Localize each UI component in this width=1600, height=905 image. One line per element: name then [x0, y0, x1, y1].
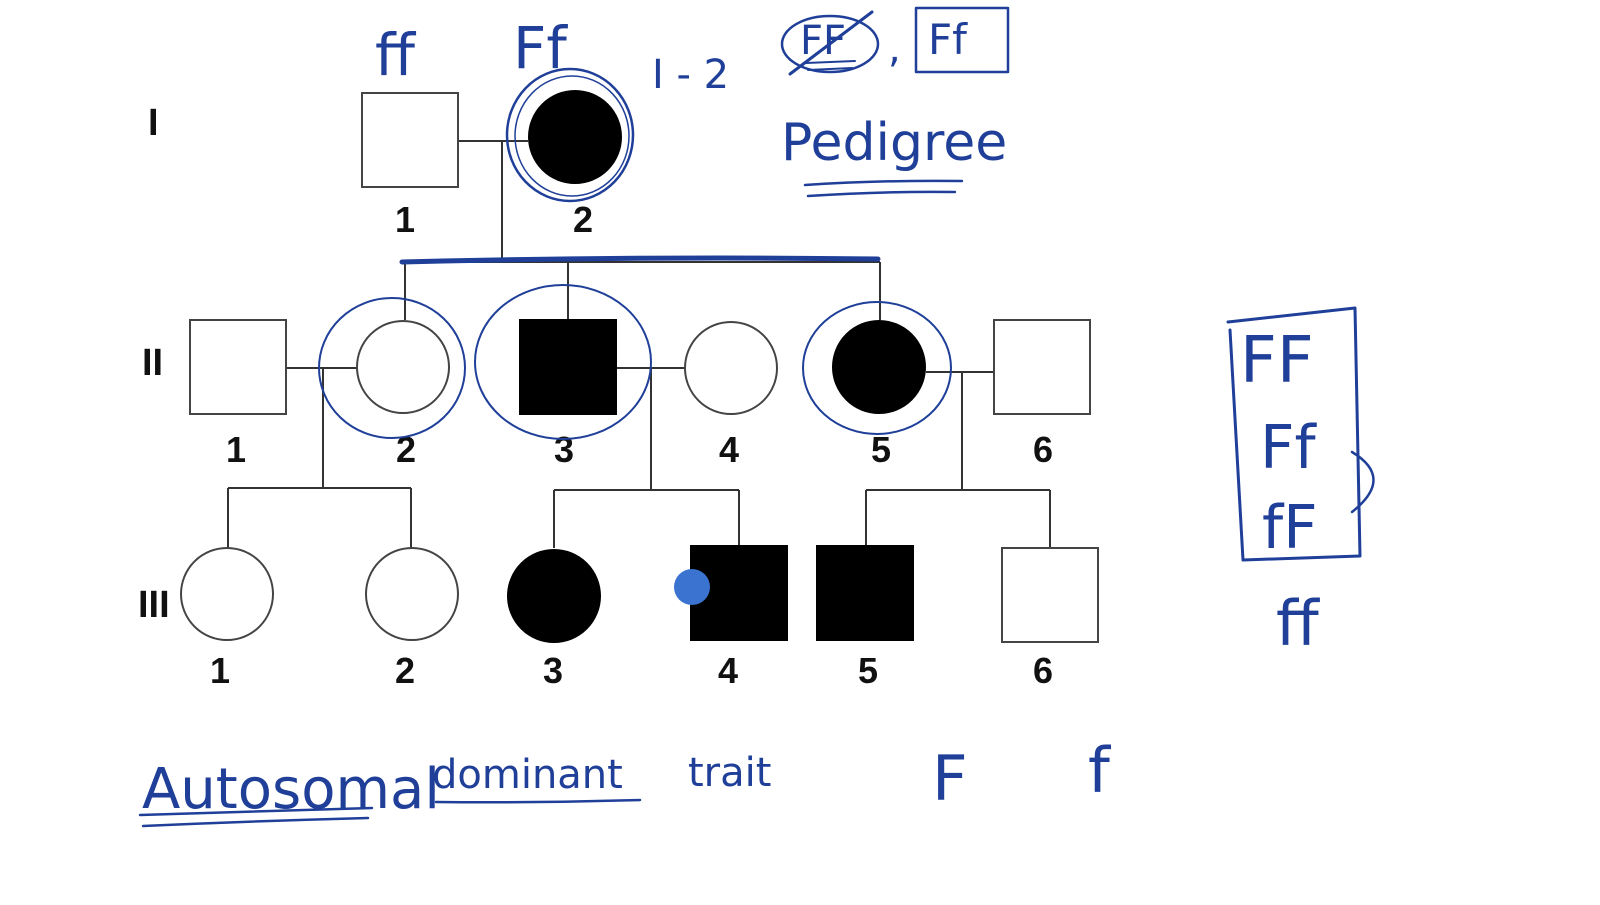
- individual-III-1: [180, 547, 274, 641]
- highlight-circle-II-2: [318, 297, 466, 439]
- generation-label-II: II: [142, 342, 163, 384]
- highlight-circle-II-5: [802, 301, 952, 435]
- genotype-list-box: [1226, 306, 1362, 562]
- individual-III-2: [365, 547, 459, 641]
- trait-word-autosomal: Autosomal: [142, 757, 440, 822]
- individual-II-5: [832, 320, 926, 414]
- ink-annotations: ff Ff I - 2 FF , Ff Pedigree FF Ff fF ff…: [138, 6, 1375, 828]
- number-III-1: 1: [210, 650, 230, 691]
- number-II-3: 3: [554, 429, 574, 470]
- number-II-4: 4: [719, 429, 739, 470]
- individual-II-2: [356, 320, 450, 414]
- number-III-3: 3: [543, 650, 563, 691]
- number-III-4: 4: [718, 650, 738, 691]
- number-II-2: 2: [396, 429, 416, 470]
- generation-label-I: I: [148, 102, 159, 144]
- boxed-option-frame: [914, 6, 1010, 74]
- pedigree-title: Pedigree: [781, 113, 1007, 173]
- sibship-highlight-stroke: [399, 255, 881, 265]
- highlight-circle-I-2: [505, 67, 635, 203]
- autosomal-underline: [138, 806, 374, 817]
- genotype-list-FF: FF: [1240, 324, 1314, 398]
- allele-recessive: f: [1088, 734, 1112, 807]
- cross-out-stroke: [788, 10, 874, 76]
- individual-II-4: [684, 321, 778, 415]
- highlight-circle-II-3: [474, 284, 652, 440]
- number-II-5: 5: [871, 429, 891, 470]
- number-III-6: 6: [1033, 650, 1053, 691]
- individual-II-6: [993, 319, 1091, 415]
- individual-III-6: [1001, 547, 1099, 643]
- boxed-option: Ff: [928, 15, 968, 64]
- bracket-Ff-fF: [1350, 450, 1375, 514]
- genotype-list-ff: ff: [1276, 587, 1320, 660]
- individual-III-5: [816, 545, 914, 641]
- individual-I-1: [361, 92, 459, 188]
- dominant-underline: [434, 798, 642, 804]
- genotype-I-2: Ff: [513, 14, 568, 82]
- trait-word-trait: trait: [688, 750, 771, 796]
- cursor-pointer-dot: [674, 569, 710, 605]
- individual-II-3: [519, 319, 617, 415]
- trait-word-dominant: dominant: [432, 752, 623, 798]
- crossed-option: FF: [800, 18, 846, 64]
- genotype-list-fF: fF: [1262, 493, 1318, 563]
- individual-III-3: [507, 549, 601, 643]
- reference-I-2: I - 2: [652, 52, 729, 98]
- genotype-list-Ff: Ff: [1260, 413, 1318, 483]
- option-comma: ,: [888, 26, 901, 72]
- crossed-option-ring: [780, 14, 880, 74]
- individual-II-1: [189, 319, 287, 415]
- number-III-2: 2: [395, 650, 415, 691]
- pedigree-lines: [227, 140, 1051, 548]
- number-II-1: 1: [226, 429, 246, 470]
- number-I-1: 1: [395, 199, 415, 240]
- number-III-5: 5: [858, 650, 878, 691]
- pedigree-underline: [803, 179, 964, 187]
- number-I-2: 2: [573, 199, 593, 240]
- number-II-6: 6: [1033, 429, 1053, 470]
- allele-dominant: F: [932, 742, 968, 815]
- genotype-I-1: ff: [375, 21, 417, 89]
- individual-I-2: [528, 90, 622, 184]
- generation-label-III: III: [138, 584, 170, 626]
